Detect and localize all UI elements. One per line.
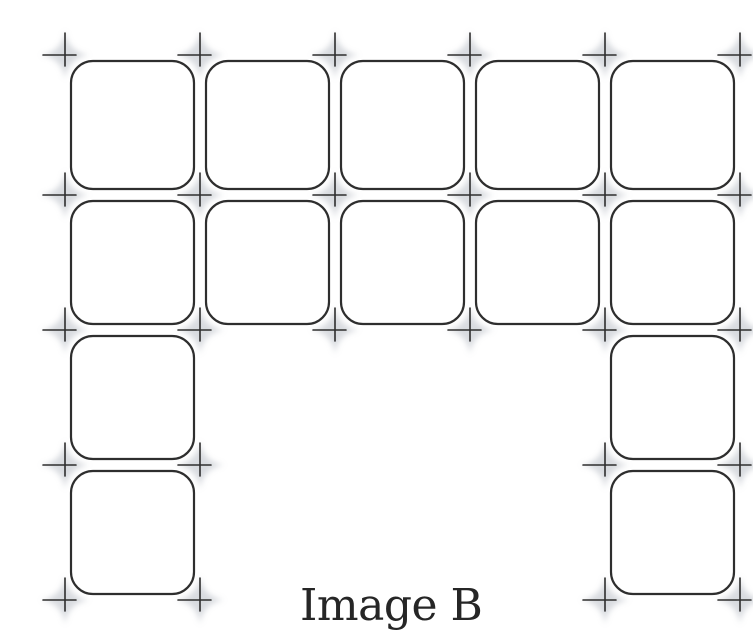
grid-square <box>71 336 194 459</box>
corner-spikes-group <box>43 33 751 611</box>
grid-square <box>476 61 599 189</box>
grid-square <box>611 471 734 594</box>
grid-square <box>206 61 329 189</box>
grid-square <box>611 336 734 459</box>
grid-square <box>71 471 194 594</box>
grid-square <box>611 201 734 324</box>
corner-shading-group <box>41 31 753 624</box>
grid-square <box>341 61 464 189</box>
grid-square <box>71 201 194 324</box>
grid-square <box>341 201 464 324</box>
grid-square <box>206 201 329 324</box>
figure-caption: Image B <box>300 578 500 638</box>
grid-square <box>476 201 599 324</box>
grid-square <box>71 61 194 189</box>
grid-squares-group <box>71 61 734 594</box>
grid-square <box>611 61 734 189</box>
